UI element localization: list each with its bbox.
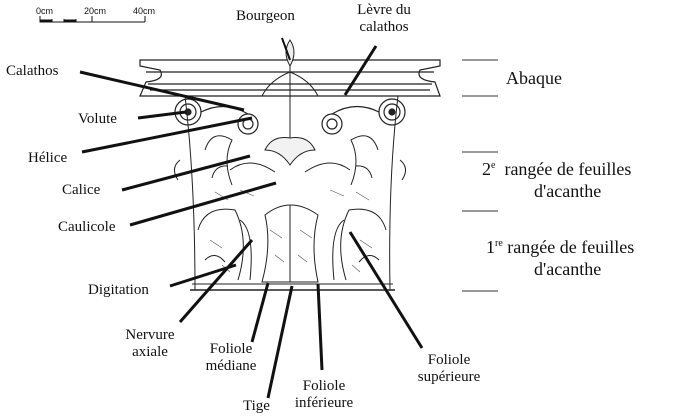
label-levre-line1: Lèvre du (357, 2, 411, 18)
scale-label-0: 0cm (36, 6, 54, 16)
label-calathos: Calathos (6, 63, 59, 79)
label-foliole-superieure-line2: supérieure (417, 369, 481, 385)
first-row-leaves (197, 204, 387, 283)
zone-first-row-text2: d'acanthe (534, 259, 602, 279)
label-caulicole: Caulicole (58, 219, 116, 235)
label-foliole-mediane-line2: médiane (205, 358, 257, 374)
leader-lines (79, 37, 424, 399)
zone-first-row-text1: rangée de feuilles (507, 237, 635, 257)
zone-second-row-text1: rangée de feuilles (504, 159, 632, 179)
scale-bar (39, 16, 146, 23)
second-row-leaves (174, 135, 406, 186)
label-helice: Hélice (28, 150, 68, 166)
label-nervure-line1: Nervure (125, 327, 175, 343)
label-foliole-mediane: Foliole médiane (194, 341, 268, 375)
label-tige: Tige (243, 398, 270, 414)
label-digitation: Digitation (88, 282, 149, 298)
label-volute: Volute (78, 111, 117, 127)
zone-first-row-line1: 1re rangée de feuilles (486, 236, 682, 258)
scale-label-20: 20cm (84, 6, 107, 16)
zone-first-row: 1re rangée de feuilles d'acanthe (486, 236, 682, 280)
label-nervure: Nervure axiale (114, 327, 186, 361)
label-bourgeon: Bourgeon (236, 8, 295, 24)
zone-second-row-line1: 2e rangée de feuilles (482, 158, 678, 180)
label-levre-line2: calathos (359, 19, 409, 35)
label-foliole-mediane-line1: Foliole (209, 341, 253, 357)
zone-first-row-num: 1 (486, 237, 495, 257)
zone-second-row-text2: d'acanthe (534, 181, 602, 201)
zone-second-row-sup: e (491, 160, 496, 171)
label-foliole-superieure: Foliole supérieure (408, 352, 490, 386)
leaf-hatching (209, 189, 373, 273)
label-foliole-inferieure-line2: inférieure (294, 395, 354, 411)
label-levre: Lèvre du calathos (348, 2, 420, 36)
label-foliole-inferieure-line1: Foliole (302, 378, 346, 394)
zone-abaque: Abaque (506, 68, 562, 88)
scale-label-40: 40cm (133, 6, 156, 16)
label-foliole-inferieure: Foliole inférieure (284, 378, 364, 412)
bourgeon-shape (261, 39, 319, 140)
zone-second-row-num: 2 (482, 159, 491, 179)
label-calice: Calice (62, 182, 101, 198)
zone-second-row: 2e rangée de feuilles d'acanthe (482, 158, 678, 202)
volutes (174, 98, 406, 135)
zone-ticks (462, 59, 498, 292)
label-nervure-line2: axiale (132, 344, 168, 360)
label-foliole-superieure-line1: Foliole (427, 352, 471, 368)
zone-first-row-sup: re (495, 238, 503, 249)
